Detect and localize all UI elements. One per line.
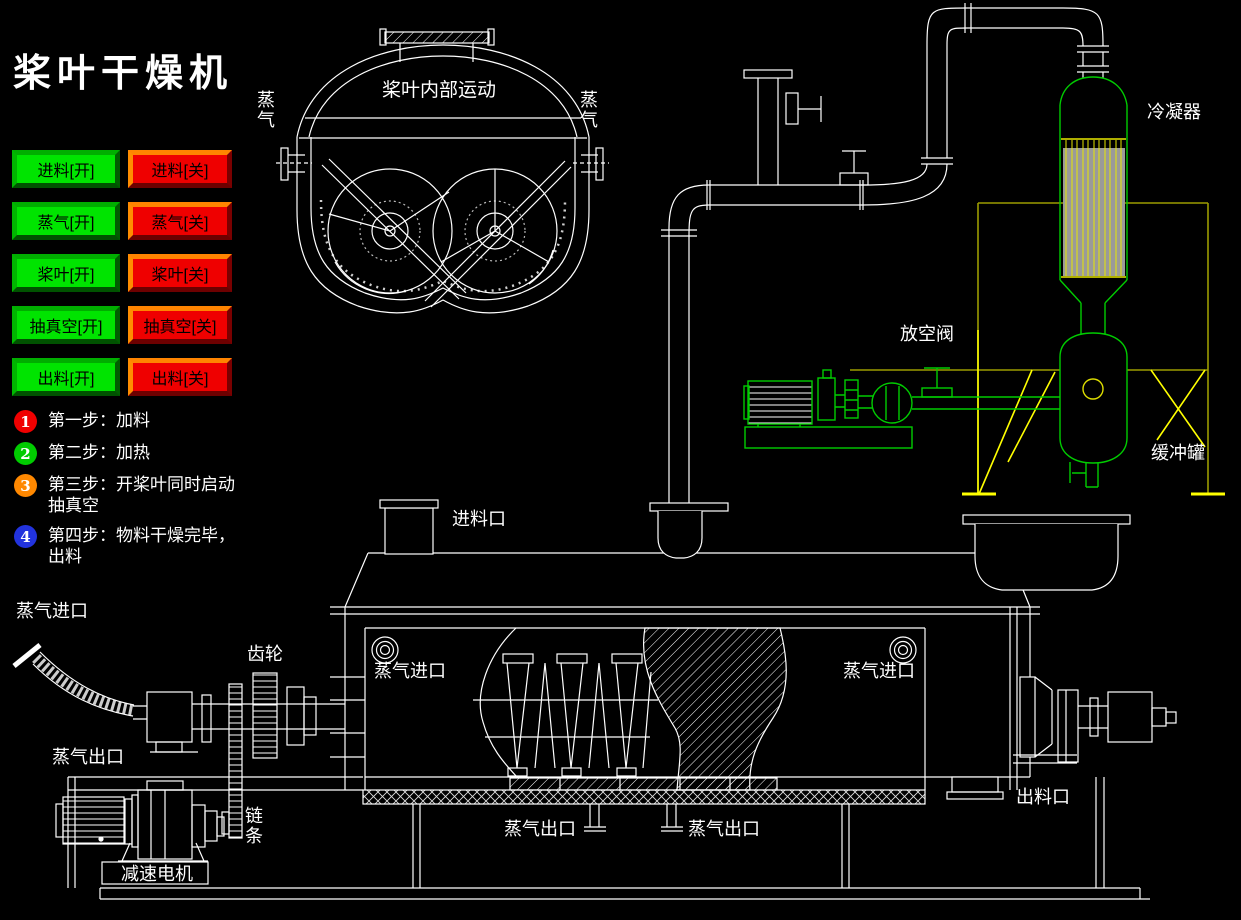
gear-label: 齿轮 — [247, 644, 283, 664]
steam-drain-right — [661, 804, 683, 832]
step-1-badge: 1 — [14, 410, 37, 433]
step-4: 4 第四步：物料干燥完毕，出料 — [14, 525, 250, 567]
steam-inlet-right-label: 蒸气进口 — [843, 661, 915, 681]
control-button-panel: 进料[开] 进料[关] 蒸气[开] 蒸气[关] 桨叶[开] 桨叶[关] 抽真空[… — [12, 150, 232, 396]
discharge-nozzle — [946, 776, 1004, 800]
feed-on-button[interactable]: 进料[开] — [12, 150, 120, 188]
step-2: 2 第二步：加热 — [14, 442, 250, 465]
steam-outlet-left-label: 蒸气出口 — [52, 747, 124, 767]
discharge-on-button[interactable]: 出料[开] — [12, 358, 120, 396]
vacuum-pump — [743, 367, 1060, 449]
step-1: 1 第一步：加料 — [14, 410, 250, 433]
page-title: 桨叶干燥机 — [13, 53, 234, 95]
vessel-section — [276, 28, 609, 314]
steam-drain-left — [584, 804, 606, 832]
vapor-piping — [661, 3, 1109, 505]
step-3-badge: 3 — [14, 474, 37, 497]
condenser-label: 冷凝器 — [1147, 102, 1201, 122]
procedure-steps: 1 第一步：加料 2 第二步：加热 3 第三步：开桨叶同时启动抽真空 4 第四步… — [14, 410, 250, 576]
left-drive — [12, 643, 345, 839]
pump-motor — [747, 380, 813, 425]
step-1-text: 第一步：加料 — [48, 411, 150, 430]
steam-swirl-left-icon — [371, 636, 399, 664]
step-4-badge: 4 — [14, 525, 37, 548]
steam-off-button[interactable]: 蒸气[关] — [128, 202, 232, 240]
drive-gear — [252, 672, 278, 759]
feed-nozzle — [379, 499, 439, 555]
paddle-on-button[interactable]: 桨叶[开] — [12, 254, 120, 292]
drive-chain — [228, 683, 243, 839]
steam-on-button[interactable]: 蒸气[开] — [12, 202, 120, 240]
paddle-rotor-right — [424, 160, 572, 308]
discharge-label: 出料口 — [1016, 787, 1070, 807]
dryer-body — [67, 499, 1150, 900]
vacuum-pipe — [912, 396, 1060, 410]
insulation-strip — [362, 789, 926, 805]
right-drive — [1013, 676, 1177, 764]
material-band — [643, 627, 787, 791]
vent-valve — [921, 367, 953, 398]
pump-head — [871, 382, 913, 424]
vacuum-on-button[interactable]: 抽真空[开] — [12, 306, 120, 344]
steam-inlet-outer-label: 蒸气进口 — [16, 601, 88, 621]
motor-label: 减速电机 — [121, 864, 193, 884]
discharge-off-button[interactable]: 出料[关] — [128, 358, 232, 396]
hose-flange — [12, 643, 42, 668]
paddle-wedges — [473, 653, 658, 777]
steam-hose — [32, 654, 135, 716]
feed-inlet-label: 进料口 — [452, 509, 506, 529]
vapor-dome-center — [649, 502, 729, 559]
material-profile — [479, 627, 518, 778]
buffer-tank — [1059, 332, 1128, 488]
paddle-rotor-left — [321, 158, 467, 300]
step-2-text: 第二步：加热 — [48, 443, 150, 462]
motor-base — [101, 861, 209, 885]
buffer-tank-label: 缓冲罐 — [1151, 443, 1205, 463]
gear-motor — [55, 780, 225, 885]
paddle-motion-label: 桨叶内部运动 — [382, 80, 497, 101]
condenser — [1059, 76, 1128, 337]
steam-outlet-bottom1-label: 蒸气出口 — [504, 819, 576, 839]
steam-swirl-right-icon — [889, 636, 917, 664]
steam-outlet-bottom2-label: 蒸气出口 — [688, 819, 760, 839]
steam-inlet-left-label: 蒸气进口 — [374, 661, 446, 681]
sight-glass — [1082, 378, 1104, 400]
step-4-text: 第四步：物料干燥完毕，出料 — [48, 526, 235, 566]
steam-label-left: 蒸气 — [257, 90, 275, 130]
vent-valve-label: 放空阀 — [900, 324, 954, 344]
vapor-dome-right — [962, 514, 1131, 591]
vacuum-off-button[interactable]: 抽真空[关] — [128, 306, 232, 344]
chain-label: 链条 — [245, 806, 263, 846]
step-2-badge: 2 — [14, 442, 37, 465]
step-3-text: 第三步：开桨叶同时启动抽真空 — [48, 475, 235, 515]
paddle-off-button[interactable]: 桨叶[关] — [128, 254, 232, 292]
feed-off-button[interactable]: 进料[关] — [128, 150, 232, 188]
steam-label-right: 蒸气 — [580, 90, 598, 130]
step-3: 3 第三步：开桨叶同时启动抽真空 — [14, 474, 250, 516]
